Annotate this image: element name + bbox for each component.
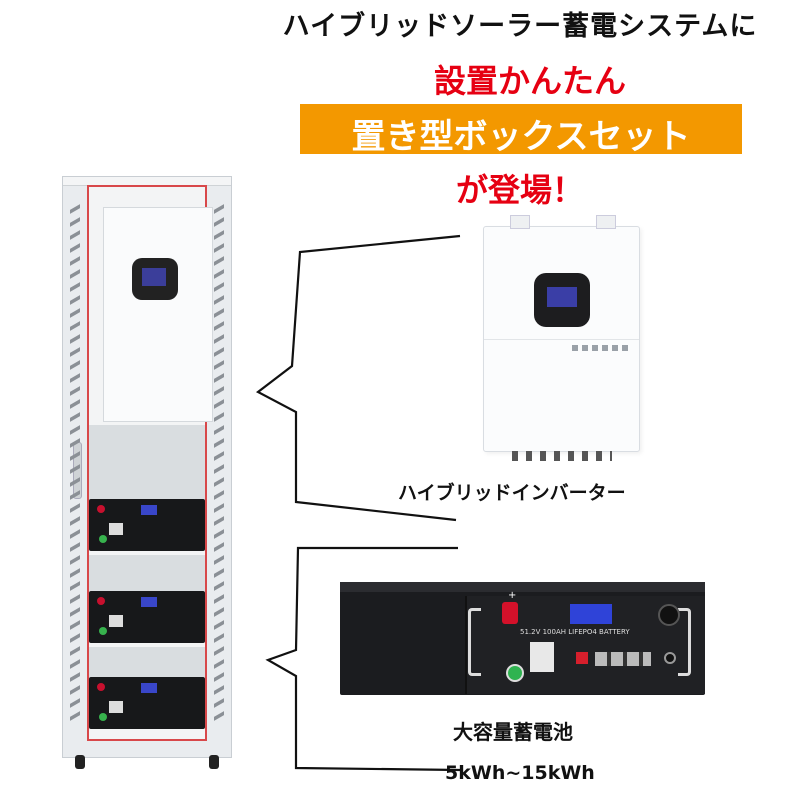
cabinet-battery-2 [89,591,205,643]
inverter-mount-tab [596,215,616,229]
headline-line-2: 設置かんたん [433,62,626,100]
battery-dip-switch [576,652,588,664]
cabinet-inverter-screen [132,258,178,300]
inverter-mount-tab [510,215,530,229]
battery-positive-terminal [502,602,518,624]
inverter-stripe [484,339,639,340]
battery-handle-left [468,608,481,676]
cabinet-inverter [103,207,213,422]
cabinet-wheel [209,755,219,769]
cabinet-shelf [89,425,205,511]
headline-line-3: 置き型ボックスセット [351,117,691,157]
battery-negative-terminal [658,604,680,626]
headline-line-1: ハイブリッドソーラー蓄電システムに [282,11,758,42]
battery-lcd [570,604,612,624]
capacity-label: 5kWh~15kWh [445,762,595,784]
battery-top [340,582,705,592]
inverter-image [483,215,640,461]
cabinet-battery-3 [89,677,205,729]
inverter-label: ハイブリッドインバーター [398,482,626,504]
headline-banner [300,104,742,154]
connector-inverter [255,234,461,522]
battery-label: 大容量蓄電池 [453,720,573,744]
inverter-buttons [572,345,632,351]
battery-plus-label: + [508,590,517,601]
battery-power-button [506,664,524,682]
cabinet-wheel [75,755,85,769]
headline-line-4: が登場！ [455,171,584,209]
inverter-terminals [512,451,612,461]
battery-breaker [530,642,554,672]
battery-handle-right [678,608,691,676]
battery-reset-button [664,652,676,664]
cabinet-battery-1 [89,499,205,551]
inverter-screen [534,273,590,327]
battery-image: + 51.2V 100AH LIFEPO4 BATTERY [340,582,705,695]
cabinet-image [62,176,232,769]
cabinet-shelf [89,555,205,591]
connector-battery [265,546,461,772]
battery-model-text: 51.2V 100AH LIFEPO4 BATTERY [520,628,630,636]
cabinet-shelf [89,647,205,677]
battery-comm-ports [595,652,651,666]
